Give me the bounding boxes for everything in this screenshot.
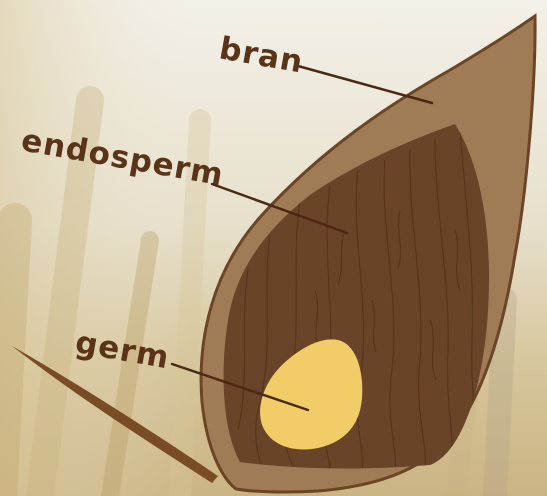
wheat-kernel-diagram: bran endosperm germ (0, 0, 547, 496)
